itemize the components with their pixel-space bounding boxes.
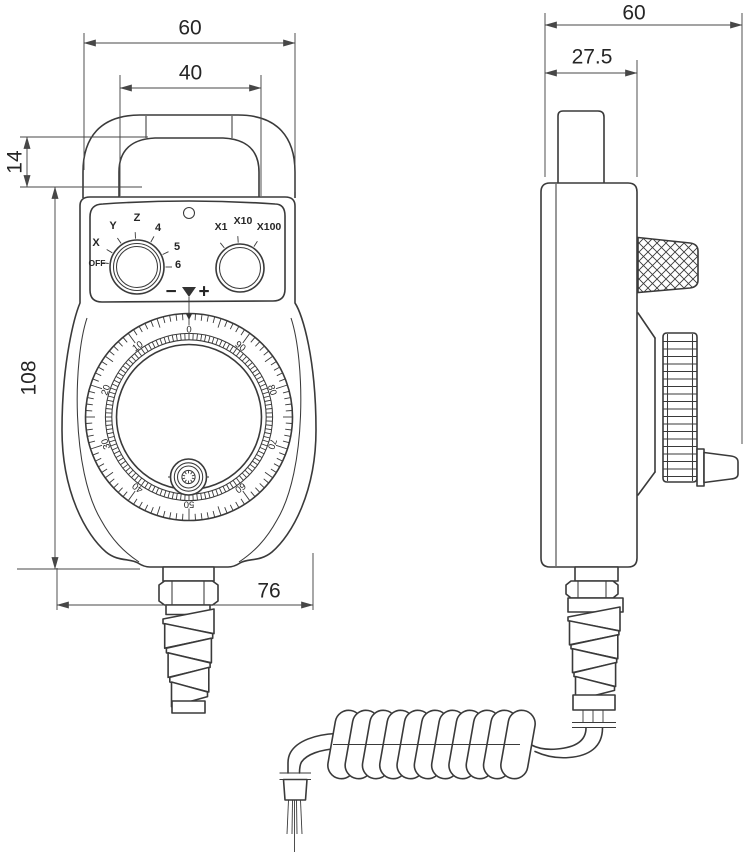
dial-tick-ring — [85, 313, 293, 521]
dim-text-27-5: 27.5 — [572, 46, 613, 69]
plus-mark: + — [198, 282, 209, 303]
crank-base-side — [696, 448, 705, 487]
cable-gland-front — [158, 566, 219, 714]
dial-number: 50 — [184, 499, 195, 510]
carry-handle — [82, 114, 296, 199]
cable-connector-wires — [286, 799, 303, 852]
handle-outline — [82, 114, 296, 198]
axis-label-off: OFF — [89, 258, 106, 268]
crank-outer — [169, 458, 208, 496]
cable-gland-side — [565, 566, 624, 729]
axis-label-z: Z — [134, 212, 141, 224]
multiplier-knob-cap — [218, 246, 262, 290]
axis-label-x: X — [92, 237, 100, 249]
gland-hex-side — [565, 580, 619, 599]
dial-knurl-ring — [105, 333, 273, 501]
handle-side — [557, 110, 605, 183]
spring-end-cap — [171, 700, 206, 714]
axis-label-6: 6 — [175, 259, 181, 271]
multiplier-selector-knob: X1 X10 X100 — [215, 215, 282, 293]
axis-label-y: Y — [109, 220, 117, 232]
dial-number: 10 — [130, 339, 145, 354]
dim-front-body-height-108: 108 — [17, 186, 140, 570]
axis-knob-cap — [115, 245, 159, 289]
dim-front-width-60: 60 — [83, 17, 296, 192]
dial-number: 80 — [265, 383, 279, 396]
multiplier-label-x1: X1 — [215, 221, 228, 233]
axis-knob-ring — [112, 242, 162, 292]
dim-text-14: 14 — [4, 150, 27, 174]
wheel-skirt — [637, 471, 656, 496]
side-spring — [567, 606, 621, 702]
body-side — [540, 182, 638, 568]
crank-ring — [173, 462, 204, 492]
coiled-cable — [279, 709, 604, 852]
dial-number: 30 — [99, 437, 113, 450]
control-panel: OFF X Y Z 4 5 6 X1 X10 X100 — [89, 200, 286, 319]
cable-left-outer — [287, 732, 337, 774]
wheel-ribs-side — [663, 340, 697, 478]
gland-collar-side — [574, 566, 619, 582]
dim-text-108: 108 — [18, 360, 41, 395]
front-spring — [162, 608, 215, 708]
handle-inner-arch — [118, 137, 260, 199]
dial-number: 60 — [233, 480, 248, 495]
dim-side-body-depth-27-5: 27.5 — [544, 46, 638, 177]
crank-screw-teeth — [182, 470, 195, 484]
dim-text-40: 40 — [179, 62, 202, 85]
led-indicator — [182, 206, 196, 220]
multiplier-label-x10: X10 — [234, 215, 253, 227]
minus-mark: − — [165, 282, 176, 303]
spring-end-cap-side — [572, 694, 616, 711]
dim-front-handle-40: 40 — [119, 62, 262, 196]
front-view: OFF X Y Z 4 5 6 X1 X10 X100 — [61, 114, 317, 714]
crank-inner — [176, 465, 201, 489]
gland-hex-nut — [158, 580, 219, 606]
handwheel-dial: 0 10 20 30 40 50 60 70 80 90 — [84, 312, 294, 522]
dim-front-handle-height-14: 14 — [4, 136, 148, 188]
wheel-skirt — [637, 312, 656, 339]
axis-selector-knob: OFF X Y Z 4 5 6 — [89, 212, 181, 295]
dial-number: 40 — [130, 480, 145, 495]
handwheel-rim-side — [662, 332, 698, 483]
axis-label-5: 5 — [174, 241, 180, 253]
knurl-outer-circle — [104, 332, 274, 502]
dial-number: 0 — [186, 325, 191, 336]
dial-number: 90 — [233, 339, 248, 354]
axis-knob-outer — [109, 239, 165, 295]
gland-collar — [162, 566, 215, 582]
coiled-cable-loops — [327, 709, 536, 780]
side-view — [540, 110, 739, 729]
multiplier-position-ticks — [219, 236, 258, 249]
connector-body — [282, 778, 308, 801]
dim-text-60: 60 — [178, 17, 201, 40]
body-contour-left — [76, 317, 140, 563]
pointer-triangle-icon — [182, 287, 196, 297]
dial-numbers: 0 10 20 30 40 50 60 70 80 90 — [99, 325, 278, 510]
dim-text-76: 76 — [257, 580, 280, 603]
dim-text-side-60: 60 — [622, 2, 645, 25]
dial-number: 70 — [265, 437, 279, 450]
cable-left-inner — [298, 747, 339, 774]
crank-knob — [168, 458, 209, 496]
dim-front-body-width-76: 76 — [56, 553, 314, 610]
dimensions: 60 40 14 108 76 60 — [4, 2, 743, 610]
axis-position-ticks — [102, 232, 172, 268]
multiplier-label-x100: X100 — [257, 221, 282, 233]
body-contour-right — [238, 317, 302, 563]
cable-connector — [279, 772, 311, 852]
dial-number: 20 — [99, 383, 113, 396]
dial-index-notch — [186, 314, 192, 320]
crank-knob-side — [703, 451, 739, 484]
cable-right-upper — [530, 727, 587, 751]
axis-label-4: 4 — [155, 222, 162, 234]
dim-side-depth-60: 60 — [544, 2, 743, 444]
handwheel-side — [637, 312, 739, 496]
cable-right-lower — [534, 727, 604, 759]
knurled-knob-side — [637, 236, 699, 294]
multiplier-knob-outer — [215, 243, 265, 293]
